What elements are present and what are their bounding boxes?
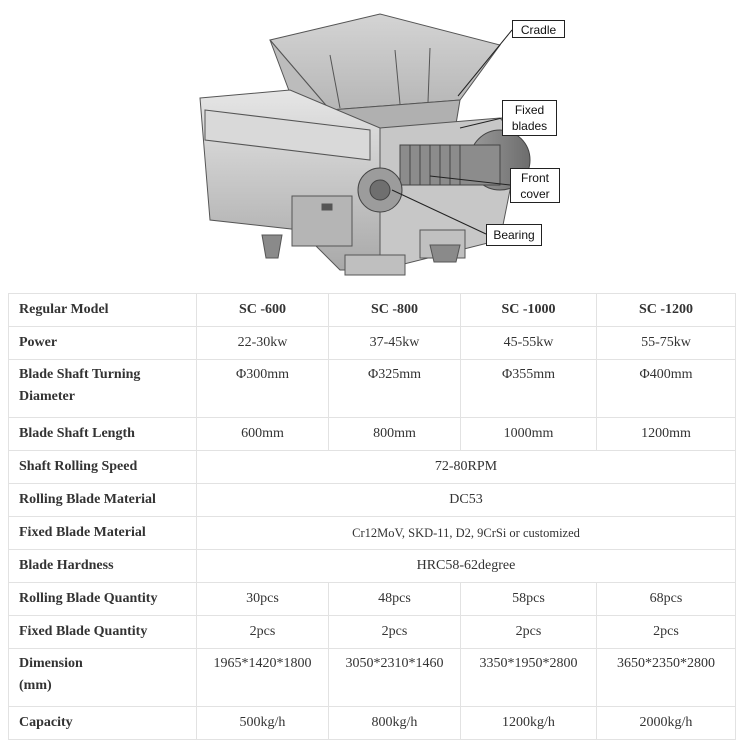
row-label: Capacity xyxy=(8,706,197,740)
table-cell-merged: Cr12MoV, SKD-11, D2, 9CrSi or customized xyxy=(196,516,736,550)
table-cell-merged: HRC58-62degree xyxy=(196,549,736,583)
row-label: Blade Shaft Length xyxy=(8,417,197,451)
table-row: Blade Hardness HRC58-62degree xyxy=(8,549,736,583)
table-cell: 3350*1950*2800 xyxy=(460,648,597,707)
table-row: Rolling Blade Quantity 30pcs 48pcs 58pcs… xyxy=(8,582,736,616)
model-header: SC -1200 xyxy=(596,293,736,327)
row-label: Shaft Rolling Speed xyxy=(8,450,197,484)
callout-leaders xyxy=(391,29,513,235)
row-label-line2: Diameter xyxy=(19,389,75,404)
table-row: Shaft Rolling Speed 72-80RPM xyxy=(8,450,736,484)
row-label-line2: (mm) xyxy=(19,678,52,693)
table-cell: 800kg/h xyxy=(328,706,461,740)
table-row: Power 22-30kw 37-45kw 45-55kw 55-75kw xyxy=(8,326,736,360)
table-cell: 48pcs xyxy=(328,582,461,616)
spec-table: Regular Model SC -600 SC -800 SC -1000 S… xyxy=(8,293,736,740)
table-cell: Φ325mm xyxy=(328,359,461,418)
row-label: Power xyxy=(8,326,197,360)
row-label: Dimension (mm) xyxy=(8,648,197,707)
callout-bearing-label: Bearing xyxy=(493,228,535,242)
table-cell: 1000mm xyxy=(460,417,597,451)
table-cell: 1200mm xyxy=(596,417,736,451)
table-cell: 22-30kw xyxy=(196,326,329,360)
row-label-line1: Blade Shaft Turning xyxy=(19,367,141,382)
table-cell: 1200kg/h xyxy=(460,706,597,740)
model-header: SC -600 xyxy=(196,293,329,327)
callout-front-cover-line2: cover xyxy=(520,187,550,201)
table-cell-merged: 72-80RPM xyxy=(196,450,736,484)
callout-front-cover: Front cover xyxy=(510,168,560,203)
model-header: SC -800 xyxy=(328,293,461,327)
table-cell: 45-55kw xyxy=(460,326,597,360)
table-cell: 2pcs xyxy=(196,615,329,649)
table-cell: 2pcs xyxy=(596,615,736,649)
row-label: Blade Hardness xyxy=(8,549,197,583)
table-cell: 800mm xyxy=(328,417,461,451)
callout-fixed-blades-line2: blades xyxy=(511,119,548,133)
table-row: Blade Shaft Length 600mm 800mm 1000mm 12… xyxy=(8,417,736,451)
row-label: Rolling Blade Material xyxy=(8,483,197,517)
row-label-line1: Dimension xyxy=(19,656,83,671)
table-cell: 2pcs xyxy=(460,615,597,649)
table-row: Regular Model SC -600 SC -800 SC -1000 S… xyxy=(8,293,736,327)
table-row: Capacity 500kg/h 800kg/h 1200kg/h 2000kg… xyxy=(8,706,736,740)
table-cell: 2000kg/h xyxy=(596,706,736,740)
table-cell: 500kg/h xyxy=(196,706,329,740)
table-row: Blade Shaft Turning Diameter Φ300mm Φ325… xyxy=(8,359,736,418)
table-cell: Φ300mm xyxy=(196,359,329,418)
table-cell-merged: DC53 xyxy=(196,483,736,517)
callout-cradle-label: Cradle xyxy=(520,23,557,37)
table-cell: 3650*2350*2800 xyxy=(596,648,736,707)
table-row: Fixed Blade Material Cr12MoV, SKD-11, D2… xyxy=(8,516,736,550)
callout-bearing: Bearing xyxy=(486,224,542,246)
row-label: Rolling Blade Quantity xyxy=(8,582,197,616)
table-cell: 37-45kw xyxy=(328,326,461,360)
row-label: Fixed Blade Material xyxy=(8,516,197,550)
table-cell: 600mm xyxy=(196,417,329,451)
row-label: Blade Shaft Turning Diameter xyxy=(8,359,197,418)
callout-cradle: Cradle xyxy=(512,20,565,38)
table-cell: 58pcs xyxy=(460,582,597,616)
row-label: Fixed Blade Quantity xyxy=(8,615,197,649)
table-row: Rolling Blade Material DC53 xyxy=(8,483,736,517)
callout-front-cover-line1: Front xyxy=(520,171,549,185)
table-row: Dimension (mm) 1965*1420*1800 3050*2310*… xyxy=(8,648,736,707)
table-row: Fixed Blade Quantity 2pcs 2pcs 2pcs 2pcs xyxy=(8,615,736,649)
table-cell: 2pcs xyxy=(328,615,461,649)
shredder-illustration xyxy=(199,13,531,276)
table-cell: Φ355mm xyxy=(460,359,597,418)
model-header: SC -1000 xyxy=(460,293,597,327)
callout-fixed-blades: Fixed blades xyxy=(502,100,557,136)
table-cell: 68pcs xyxy=(596,582,736,616)
table-cell: Φ400mm xyxy=(596,359,736,418)
table-cell: 3050*2310*1460 xyxy=(328,648,461,707)
table-cell: 55-75kw xyxy=(596,326,736,360)
table-cell: 30pcs xyxy=(196,582,329,616)
table-cell: 1965*1420*1800 xyxy=(196,648,329,707)
callout-fixed-blades-line1: Fixed xyxy=(514,103,545,117)
row-label: Regular Model xyxy=(8,293,197,327)
